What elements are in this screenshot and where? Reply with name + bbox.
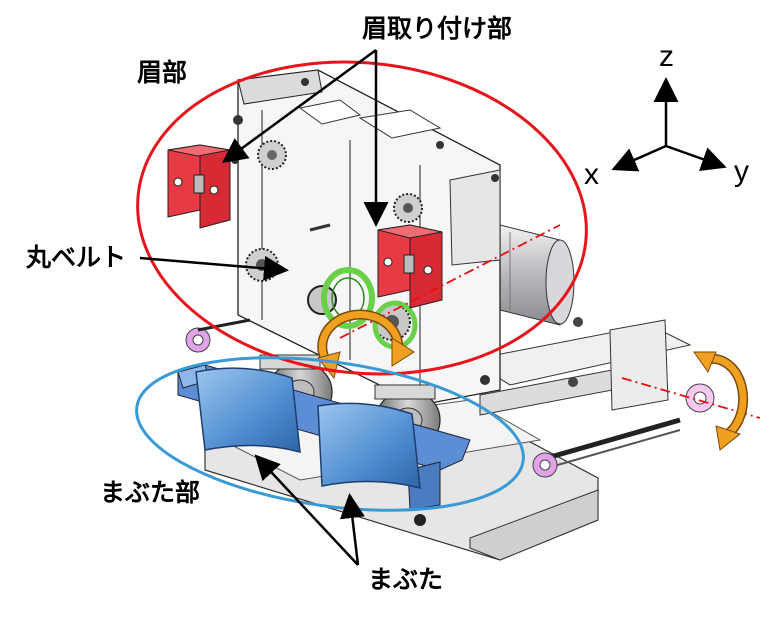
- x-axis-label: x: [584, 158, 599, 191]
- brow-block-right: [377, 224, 443, 309]
- brow-section-label: 眉部: [137, 58, 188, 87]
- y-axis-label: y: [734, 155, 749, 188]
- eyelid-highlight-ellipse: [135, 356, 525, 512]
- brow-highlight-ellipse: [136, 60, 588, 376]
- brow-mount-label: 眉取り付け部: [362, 14, 513, 43]
- coordinate-axes: [611, 77, 727, 172]
- rotation-arrow-brow: [317, 309, 415, 380]
- right-rail-assembly: [468, 317, 715, 478]
- eyelid-plate-left: [195, 367, 301, 454]
- eyelid-section-label: まぶた部: [100, 478, 201, 507]
- motor: [499, 224, 575, 326]
- eyelid-label: まぶた: [368, 565, 444, 594]
- rotation-arrow-eyelid: [693, 351, 749, 451]
- left-pulley: [185, 318, 251, 353]
- eyelid-plate-right: [317, 402, 421, 489]
- callout-arrows: [139, 48, 389, 566]
- z-axis-label: z: [659, 40, 674, 73]
- brow-block-left: [167, 144, 231, 229]
- round-belt-label: 丸ベルト: [26, 243, 127, 272]
- brow-frame: [231, 69, 501, 406]
